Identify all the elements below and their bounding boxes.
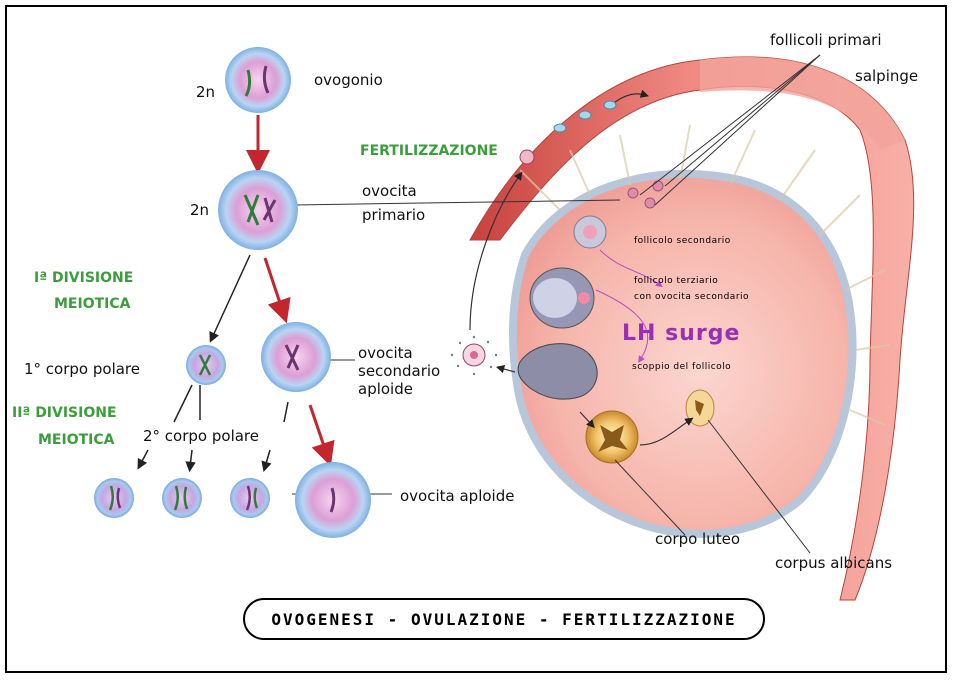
secondary-follicle-label: follicolo secondario — [634, 236, 731, 246]
tertiary-follicle-label-1: follicolo terziario — [634, 276, 719, 286]
ploidy-label-mid: 2n — [190, 201, 210, 219]
haploid-oocyte-label: ovocita aploide — [400, 487, 515, 505]
haploid-oocyte-cell — [295, 462, 371, 538]
corpus-luteum-label: corpo luteo — [655, 530, 741, 548]
first-polar-body-cell — [186, 345, 226, 385]
secondary-oocyte-label-2: secondario — [358, 362, 441, 380]
primary-oocyte-cell — [218, 170, 298, 250]
polar-body-a — [94, 478, 134, 518]
secondary-oocyte-label-1: ovocita — [358, 344, 413, 362]
ovary — [450, 89, 891, 538]
title-box: OVOGENESI - OVULAZIONE - FERTILIZZAZIONE — [243, 598, 765, 640]
leader-lines — [292, 54, 821, 554]
second-polar-body-label: 2° corpo polare — [143, 427, 259, 445]
oogonium-label: ovogonio — [314, 71, 383, 89]
primary-oocyte-label-2: primario — [362, 206, 426, 224]
first-polar-body-label: 1° corpo polare — [24, 360, 140, 378]
secondary-oocyte-cell — [261, 322, 331, 392]
salpinge-label: salpinge — [855, 67, 919, 85]
primary-follicles-label: follicoli primari — [770, 31, 882, 49]
follicle-rupture-label: scoppio del follicolo — [632, 362, 732, 372]
fertilization-label: FERTILIZZAZIONE — [360, 143, 498, 159]
second-division-label-2: MEIOTICA — [38, 432, 115, 448]
corpus-albicans-label: corpus albicans — [775, 554, 893, 572]
secondary-oocyte-label-3: aploide — [358, 380, 413, 398]
oogonium-cell — [225, 47, 291, 113]
first-division-label-1: Iª DIVISIONE — [34, 270, 134, 286]
lh-surge-label: LH surge — [622, 321, 741, 346]
primary-oocyte-label-1: ovocita — [362, 182, 417, 200]
first-division-label-2: MEIOTICA — [54, 296, 131, 312]
outer-frame — [5, 5, 947, 673]
second-division-label-1: IIª DIVISIONE — [12, 405, 117, 421]
salpinge-tube — [469, 56, 915, 601]
polar-body-b — [162, 478, 202, 518]
ploidy-label-top: 2n — [196, 83, 216, 101]
meiosis-arrows — [137, 115, 335, 473]
polar-body-c — [230, 478, 270, 518]
diagram-title: OVOGENESI - OVULAZIONE - FERTILIZZAZIONE — [271, 609, 737, 629]
tertiary-follicle-label-2: con ovocita secondario — [634, 292, 750, 302]
